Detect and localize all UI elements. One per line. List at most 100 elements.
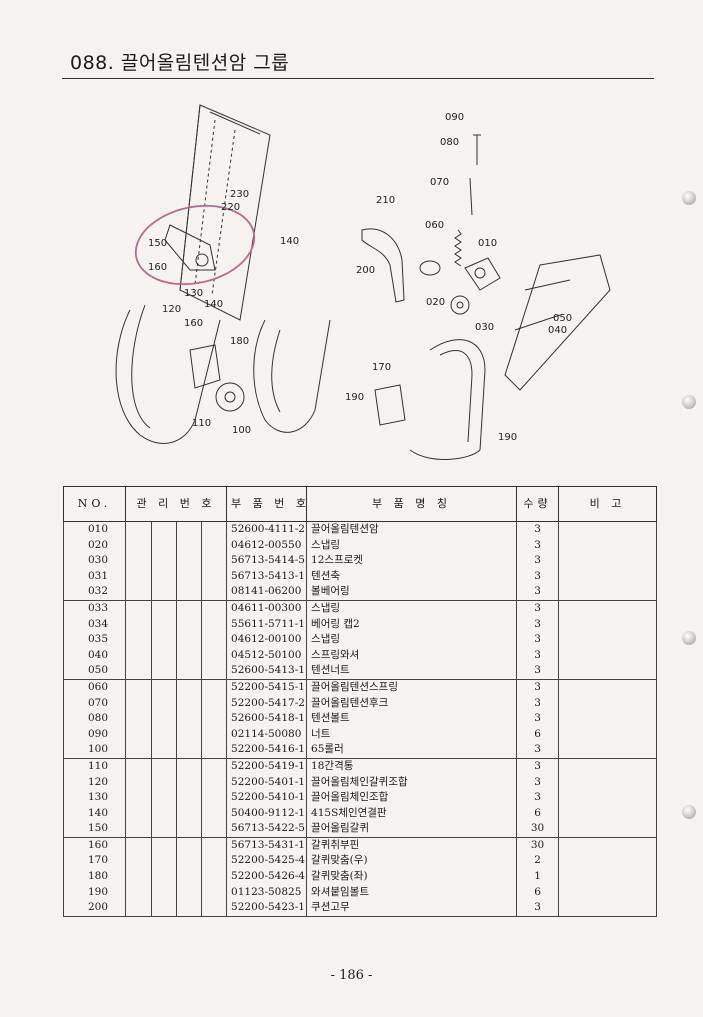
cell-no: 110 xyxy=(63,757,126,775)
cell-no: 200 xyxy=(63,900,126,917)
cell-note xyxy=(558,884,658,901)
cell-part-no: 52200-5425-4 xyxy=(226,853,308,870)
cell-no: 031 xyxy=(63,568,126,585)
cell-mgmt xyxy=(151,599,177,617)
cell-mgmt xyxy=(125,616,152,633)
cell-no: 060 xyxy=(63,678,126,696)
cell-mgmt xyxy=(151,790,177,806)
callout-label: 050 xyxy=(553,313,572,324)
cell-part-no: 52200-5415-1 xyxy=(226,678,308,696)
cell-no: 010 xyxy=(63,520,126,538)
cell-part-name: 12스프로켓 xyxy=(306,553,518,569)
callout-label: 190 xyxy=(345,392,364,403)
callout-label: 170 xyxy=(372,362,391,373)
cell-mgmt xyxy=(125,520,152,538)
cell-mgmt xyxy=(151,726,177,743)
callout-label: 020 xyxy=(426,297,445,308)
cell-no: 080 xyxy=(63,711,126,727)
cell-mgmt xyxy=(151,869,177,885)
cell-mgmt xyxy=(176,821,202,838)
cell-part-no: 56713-5431-1 xyxy=(226,836,308,854)
cell-mgmt xyxy=(200,678,228,696)
cell-no: 120 xyxy=(63,774,126,791)
cell-mgmt xyxy=(151,695,177,712)
cell-part-name: 끌어올림텐션암 xyxy=(306,520,518,538)
callout-label: 230 xyxy=(230,189,249,200)
cell-mgmt xyxy=(125,553,152,569)
cell-no: 050 xyxy=(63,663,126,680)
callout-label: 210 xyxy=(376,195,395,206)
cell-mgmt xyxy=(176,853,202,870)
cell-part-name: 쿠션고무 xyxy=(306,900,518,917)
cell-part-no: 50400-9112-1 xyxy=(226,805,308,822)
cell-part-name: 65롤러 xyxy=(306,742,518,759)
cell-mgmt xyxy=(200,537,228,554)
cell-mgmt xyxy=(176,742,202,759)
header-no: NO. xyxy=(63,486,126,522)
cell-part-name: 415S체인연결판 xyxy=(306,805,518,822)
cell-note xyxy=(558,537,658,554)
cell-note xyxy=(558,647,658,664)
callout-label: 160 xyxy=(148,262,167,273)
cell-qty: 3 xyxy=(516,553,560,569)
cell-mgmt xyxy=(125,599,152,617)
cell-note xyxy=(558,584,658,601)
cell-mgmt xyxy=(176,663,202,680)
cell-part-no: 52200-5426-4 xyxy=(226,869,308,885)
cell-mgmt xyxy=(176,678,202,696)
callout-label: 060 xyxy=(425,220,444,231)
cell-note xyxy=(558,599,658,617)
cell-qty: 3 xyxy=(516,757,560,775)
cell-mgmt xyxy=(151,647,177,664)
cell-part-no: 04611-00300 xyxy=(226,599,308,617)
cell-mgmt xyxy=(125,711,152,727)
cell-part-no: 52200-5416-1 xyxy=(226,742,308,759)
cell-mgmt xyxy=(125,853,152,870)
header-part-no: 부 품 번 호 xyxy=(226,486,308,522)
header-part-name: 부 품 명 칭 xyxy=(306,486,518,522)
cell-part-no: 55611-5711-1 xyxy=(226,616,308,633)
cell-part-no: 52200-5423-1 xyxy=(226,900,308,917)
cell-note xyxy=(558,869,658,885)
cell-qty: 3 xyxy=(516,695,560,712)
cell-mgmt xyxy=(151,711,177,727)
cell-part-name: 텐션축 xyxy=(306,568,518,585)
cell-mgmt xyxy=(200,599,228,617)
binder-hole xyxy=(682,395,696,409)
cell-mgmt xyxy=(176,647,202,664)
cell-no: 160 xyxy=(63,836,126,854)
callout-label: 100 xyxy=(232,425,251,436)
cell-qty: 3 xyxy=(516,790,560,806)
cell-part-no: 56713-5422-5 xyxy=(226,821,308,838)
cell-mgmt xyxy=(176,726,202,743)
cell-mgmt xyxy=(125,805,152,822)
cell-mgmt xyxy=(125,568,152,585)
cell-mgmt xyxy=(151,537,177,554)
cell-mgmt xyxy=(200,663,228,680)
cell-mgmt xyxy=(125,757,152,775)
cell-qty: 3 xyxy=(516,711,560,727)
cell-qty: 6 xyxy=(516,805,560,822)
cell-mgmt xyxy=(151,568,177,585)
cell-mgmt xyxy=(200,632,228,648)
header-note: 비 고 xyxy=(558,486,658,522)
cell-no: 180 xyxy=(63,869,126,885)
page-number: - 186 - xyxy=(330,968,373,983)
callout-label: 120 xyxy=(162,304,181,315)
cell-mgmt xyxy=(125,836,152,854)
cell-mgmt xyxy=(125,869,152,885)
callout-label: 030 xyxy=(475,322,494,333)
cell-mgmt xyxy=(151,757,177,775)
cell-qty: 3 xyxy=(516,663,560,680)
cell-qty: 3 xyxy=(516,537,560,554)
cell-part-name: 스냅링 xyxy=(306,599,518,617)
cell-note xyxy=(558,632,658,648)
